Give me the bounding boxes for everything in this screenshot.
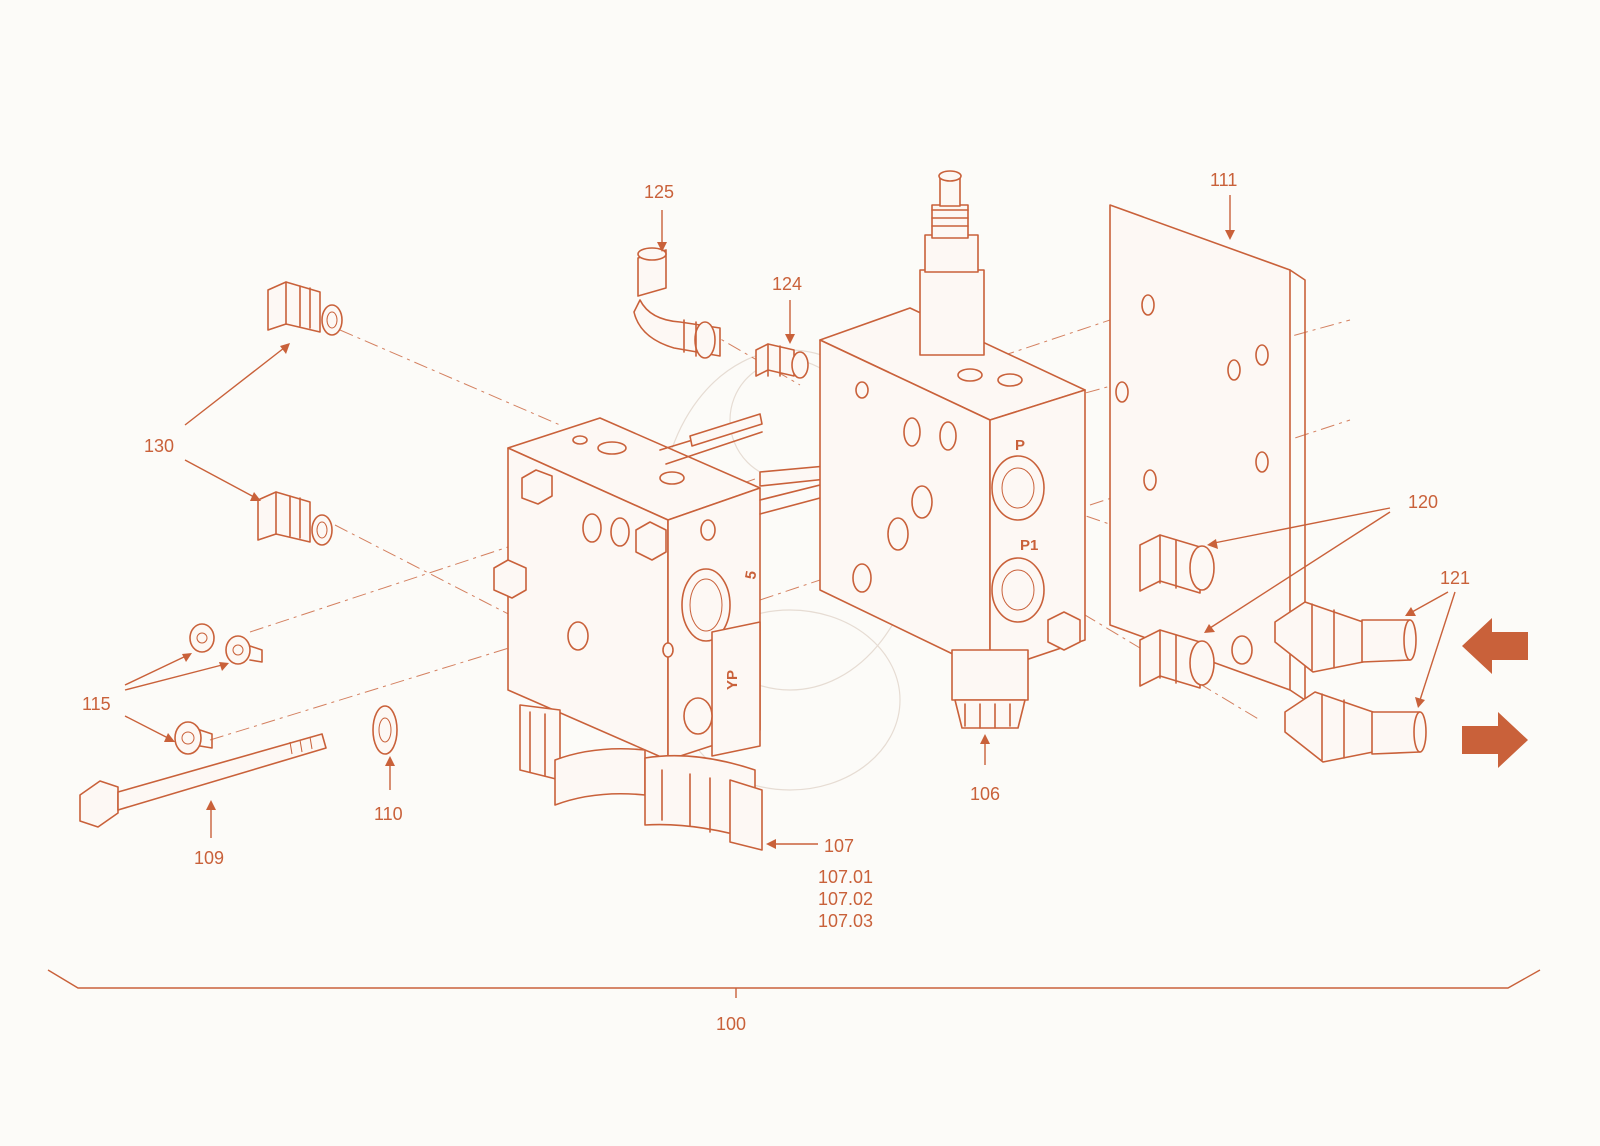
fitting-120-lower [1139,629,1215,689]
union-124 [755,343,809,379]
callout-124: 124 [772,274,802,294]
center-valve-block: P P1 [819,307,1086,673]
bolt-109 [79,733,327,828]
callout-115: 115 [82,694,111,714]
left-valve-block: YP 5 [493,417,881,761]
relief-cartridge [919,170,985,356]
fitting-120-upper [1139,534,1215,594]
angled-fitting-121-lower [1284,691,1427,763]
callout-109: 109 [194,848,224,868]
assembly-bracket-100 [47,969,1541,998]
callout-106: 106 [970,784,1000,804]
callout-100: 100 [716,1014,746,1034]
callout-121: 121 [1440,568,1470,588]
callout-120: 120 [1408,492,1438,512]
callout-107-01: 107.01 [818,867,873,887]
arrow-left-icon [1462,618,1528,674]
cap-106 [951,649,1029,729]
cap-115-a [189,623,263,665]
elbow-fitting-125 [633,247,721,359]
callout-107: 107 [824,836,854,856]
callout-107-03: 107.03 [818,911,873,931]
washer-110 [372,705,398,755]
callout-110: 110 [374,804,403,824]
port-p-mark: P [1015,437,1025,454]
callout-130: 130 [144,436,174,456]
callout-111: 111 [1210,170,1237,190]
callout-labels: 125 124 111 130 120 121 115 110 109 106 … [82,170,1470,1034]
plug-130-upper [267,281,343,336]
port-5-mark: 5 [742,570,760,581]
cap-115-b [174,721,213,755]
callout-107-02: 107.02 [818,889,873,909]
plug-130-lower [257,491,333,546]
callout-125: 125 [644,182,674,202]
yp-port-mark: YP [724,670,741,690]
leader-lines [124,195,1456,849]
angled-fitting-121-upper [1274,601,1417,673]
port-p1-mark: P1 [1020,537,1038,554]
coil-107 [519,704,763,851]
arrow-right-icon [1462,712,1528,768]
